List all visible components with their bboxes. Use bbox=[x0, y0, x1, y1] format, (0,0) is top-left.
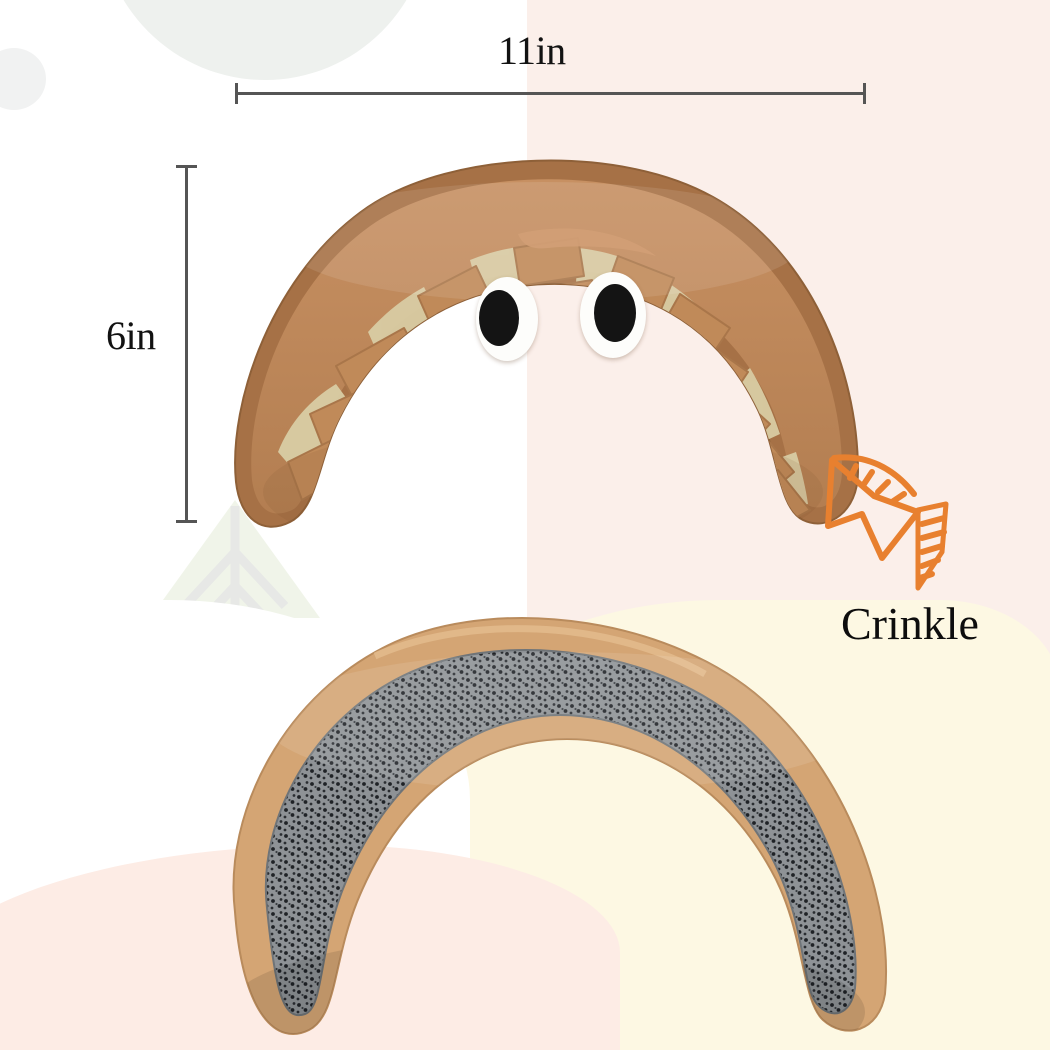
crinkle-callout-label: Crinkle bbox=[841, 598, 979, 649]
height-dimension-label: 6in bbox=[106, 313, 156, 358]
width-dimension-cap-left bbox=[235, 83, 238, 104]
height-dimension-cap-top bbox=[176, 165, 197, 168]
pupil-left bbox=[479, 290, 519, 346]
googly-eye-right bbox=[580, 272, 646, 358]
pupil-right bbox=[594, 284, 636, 342]
width-dimension-line bbox=[235, 83, 866, 104]
width-dimension-label: 11in bbox=[498, 28, 566, 73]
googly-eye-left bbox=[476, 277, 538, 361]
height-dimension-line bbox=[176, 165, 197, 523]
croissant-toy-front-view bbox=[218, 152, 868, 542]
height-dimension-cap-bottom bbox=[176, 520, 197, 523]
width-dimension-cap-right bbox=[863, 83, 866, 104]
curved-arrow-icon bbox=[822, 448, 967, 598]
croissant-toy-back-view bbox=[205, 612, 900, 1042]
